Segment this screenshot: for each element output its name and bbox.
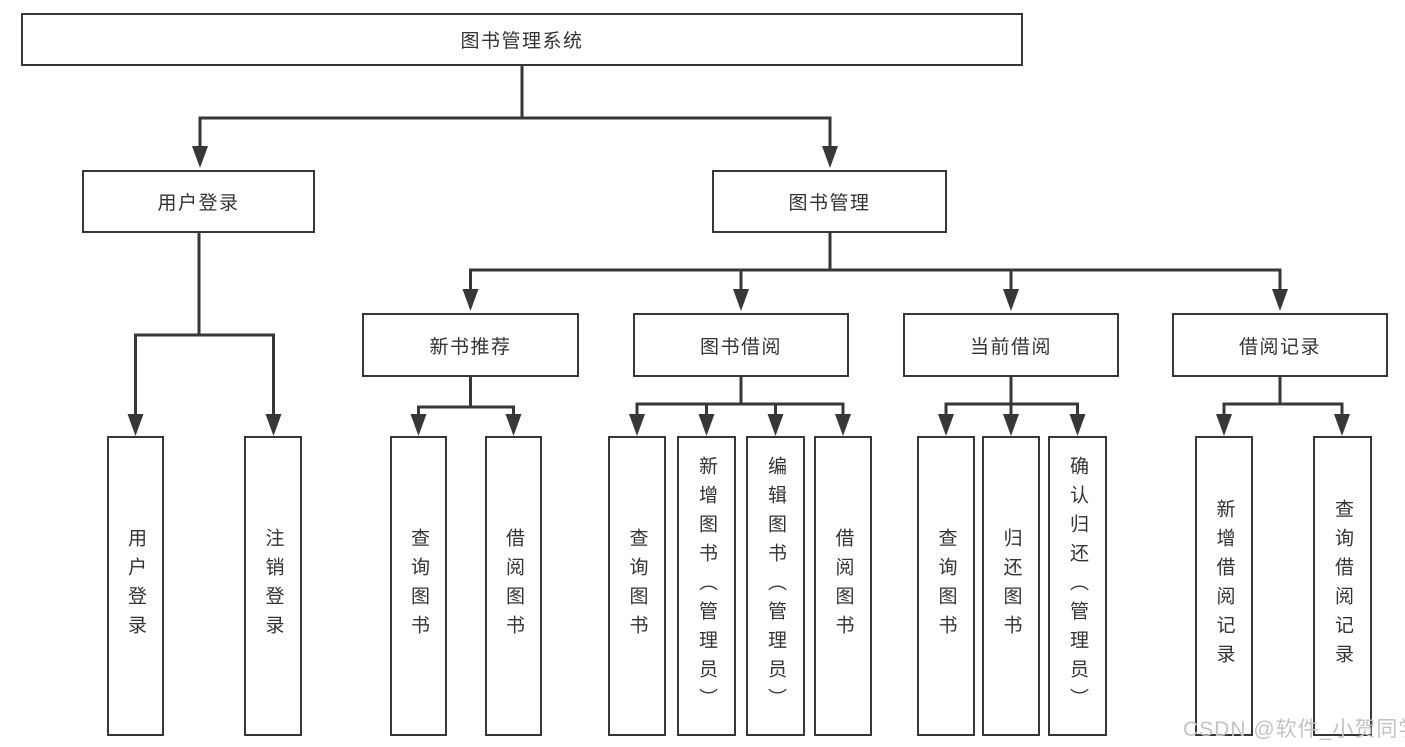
node-new-book-recommend: 新书推荐 [362, 313, 579, 377]
leaf-cb-query-books: 查询图书 [917, 436, 975, 736]
node-current-borrowing: 当前借阅 [903, 313, 1119, 377]
leaf-nbr-borrow-books: 借阅图书 [485, 436, 542, 736]
node-root-label: 图书管理系统 [460, 31, 584, 52]
leaf-br-query-record: 查询借阅记录 [1313, 436, 1372, 736]
leaf-logout-label: 注销登录 [262, 528, 284, 644]
leaf-nbr-query-books-label: 查询图书 [408, 528, 429, 644]
leaf-br-query-record-label: 查询借阅记录 [1332, 499, 1353, 673]
leaf-cb-confirm-return-admin: 确认归还（管理员） [1048, 436, 1107, 736]
leaf-cb-return-books-label: 归还图书 [1000, 528, 1022, 644]
leaf-br-add-record-label: 新增借阅记录 [1213, 499, 1235, 673]
leaf-bb-borrow-books-label: 借阅图书 [832, 528, 854, 644]
leaf-bb-query-books-label: 查询图书 [626, 528, 648, 644]
node-current-borrowing-label: 当前借阅 [969, 336, 1052, 358]
leaf-bb-borrow-books: 借阅图书 [814, 436, 872, 736]
watermark-text: CSDN @软件_小贺同学 [1183, 718, 1405, 741]
node-root: 图书管理系统 [21, 13, 1023, 66]
node-borrow-records: 借阅记录 [1172, 313, 1388, 377]
node-user-login: 用户登录 [82, 170, 315, 233]
leaf-bb-edit-books-admin-label: 编辑图书（管理员） [765, 455, 786, 717]
leaf-bb-add-books-admin: 新增图书（管理员） [677, 436, 736, 736]
node-borrow-records-label: 借阅记录 [1238, 336, 1321, 358]
node-new-book-recommend-label: 新书推荐 [429, 336, 512, 358]
leaf-bb-edit-books-admin: 编辑图书（管理员） [746, 436, 805, 736]
leaf-bb-query-books: 查询图书 [608, 436, 666, 736]
node-user-login-label: 用户登录 [157, 193, 240, 214]
leaf-user-login: 用户登录 [107, 436, 164, 736]
leaf-logout: 注销登录 [244, 436, 302, 736]
leaf-br-add-record: 新增借阅记录 [1195, 436, 1253, 736]
leaf-user-login-label: 用户登录 [125, 528, 146, 644]
node-book-borrowing-label: 图书借阅 [699, 336, 782, 358]
leaf-cb-query-books-label: 查询图书 [935, 528, 957, 644]
leaf-nbr-borrow-books-label: 借阅图书 [503, 528, 524, 644]
node-book-management-label: 图书管理 [788, 193, 871, 214]
node-book-management: 图书管理 [712, 170, 947, 233]
leaf-cb-confirm-return-admin-label: 确认归还（管理员） [1067, 455, 1088, 717]
node-book-borrowing: 图书借阅 [633, 313, 849, 377]
leaf-cb-return-books: 归还图书 [982, 436, 1040, 736]
leaf-bb-add-books-admin-label: 新增图书（管理员） [696, 455, 717, 717]
leaf-nbr-query-books: 查询图书 [390, 436, 447, 736]
